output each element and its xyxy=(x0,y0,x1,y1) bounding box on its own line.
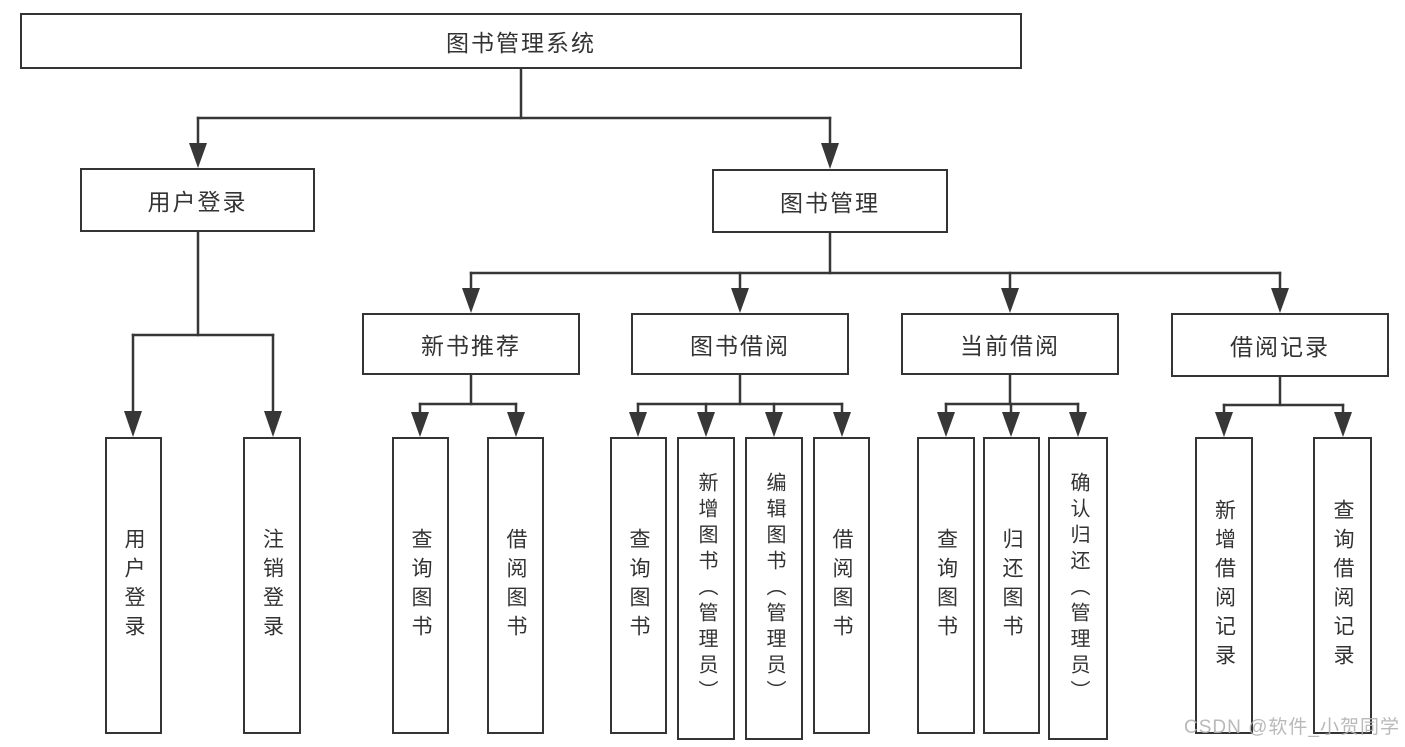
node-leaf-label: 查询借阅记录 xyxy=(1331,498,1354,673)
node-leaf-label: 新增图书（管理员） xyxy=(695,471,717,706)
node-leaf-user-login: 用户登录 xyxy=(105,437,162,734)
node-leaf-logout: 注销登录 xyxy=(243,437,301,734)
node-current-borrow: 当前借阅 xyxy=(901,313,1119,375)
node-leaf-query-books-3: 查询图书 xyxy=(917,437,975,734)
arrow-down-icon xyxy=(697,412,715,437)
node-borrow-records: 借阅记录 xyxy=(1171,313,1389,377)
node-book-management-label: 图书管理 xyxy=(780,190,880,216)
arrow-down-icon xyxy=(937,412,955,437)
connector-new-book-recommend-to-leaves xyxy=(411,373,525,437)
arrow-down-icon xyxy=(821,143,839,169)
node-leaf-return-books: 归还图书 xyxy=(983,437,1040,734)
node-new-book-recommend: 新书推荐 xyxy=(362,313,580,375)
node-user-login-label: 用户登录 xyxy=(147,189,248,215)
node-leaf-label: 新增借阅记录 xyxy=(1212,498,1236,673)
node-leaf-confirm-return-admin: 确认归还（管理员） xyxy=(1048,437,1108,740)
node-user-login: 用户登录 xyxy=(80,168,315,232)
node-leaf-label: 注销登录 xyxy=(260,527,284,644)
node-leaf-query-books-2: 查询图书 xyxy=(610,437,667,734)
arrow-down-icon xyxy=(507,412,525,437)
node-leaf-query-borrow-record: 查询借阅记录 xyxy=(1313,437,1372,734)
arrow-down-icon xyxy=(189,143,207,168)
node-leaf-label: 借阅图书 xyxy=(830,527,853,644)
arrow-down-icon xyxy=(1334,412,1352,437)
arrow-down-icon xyxy=(1271,288,1289,313)
node-leaf-edit-books-admin: 编辑图书（管理员） xyxy=(745,437,803,740)
node-leaf-borrow-books-2: 借阅图书 xyxy=(813,437,870,734)
connector-borrow-records-to-leaves xyxy=(1215,375,1352,437)
node-borrow-records-label: 借阅记录 xyxy=(1230,334,1330,360)
arrow-down-icon xyxy=(1069,412,1087,437)
node-leaf-add-books-admin: 新增图书（管理员） xyxy=(677,437,735,740)
arrow-down-icon xyxy=(1215,412,1233,437)
arrow-down-icon xyxy=(1001,288,1019,313)
node-leaf-label: 用户登录 xyxy=(122,527,145,644)
node-leaf-label: 确认归还（管理员） xyxy=(1067,471,1089,706)
arrow-down-icon xyxy=(833,412,851,437)
arrow-down-icon xyxy=(124,411,142,437)
arrow-down-icon xyxy=(731,288,749,313)
connector-book-management-to-level3 xyxy=(462,231,1289,313)
arrow-down-icon xyxy=(411,412,429,437)
arrow-down-icon xyxy=(264,411,282,437)
node-root: 图书管理系统 xyxy=(20,13,1022,69)
node-leaf-label: 归还图书 xyxy=(1000,527,1023,644)
connector-root-to-level2 xyxy=(189,67,839,169)
arrow-down-icon xyxy=(1002,412,1020,437)
node-leaf-label: 查询图书 xyxy=(934,527,958,644)
connector-current-borrow-to-leaves xyxy=(937,373,1087,437)
connector-user-login-to-leaves xyxy=(124,230,282,437)
connector-book-borrow-to-leaves xyxy=(629,373,851,437)
arrow-down-icon xyxy=(629,412,647,437)
node-current-borrow-label: 当前借阅 xyxy=(960,333,1060,359)
node-leaf-label: 借阅图书 xyxy=(504,527,527,644)
node-leaf-add-borrow-record: 新增借阅记录 xyxy=(1195,437,1253,734)
arrow-down-icon xyxy=(462,288,480,313)
node-book-borrow-label: 图书借阅 xyxy=(690,333,790,359)
node-book-borrow: 图书借阅 xyxy=(631,313,849,375)
arrow-down-icon xyxy=(765,412,783,437)
node-leaf-borrow-books-1: 借阅图书 xyxy=(487,437,544,734)
node-leaf-query-books-1: 查询图书 xyxy=(392,437,449,734)
node-leaf-label: 编辑图书（管理员） xyxy=(763,471,785,706)
node-leaf-label: 查询图书 xyxy=(409,527,432,644)
node-root-label: 图书管理系统 xyxy=(446,30,596,56)
node-new-book-recommend-label: 新书推荐 xyxy=(421,333,521,359)
node-leaf-label: 查询图书 xyxy=(627,527,650,644)
csdn-watermark: CSDN @软件_小贺同学 xyxy=(1184,717,1400,738)
node-book-management: 图书管理 xyxy=(712,169,948,233)
